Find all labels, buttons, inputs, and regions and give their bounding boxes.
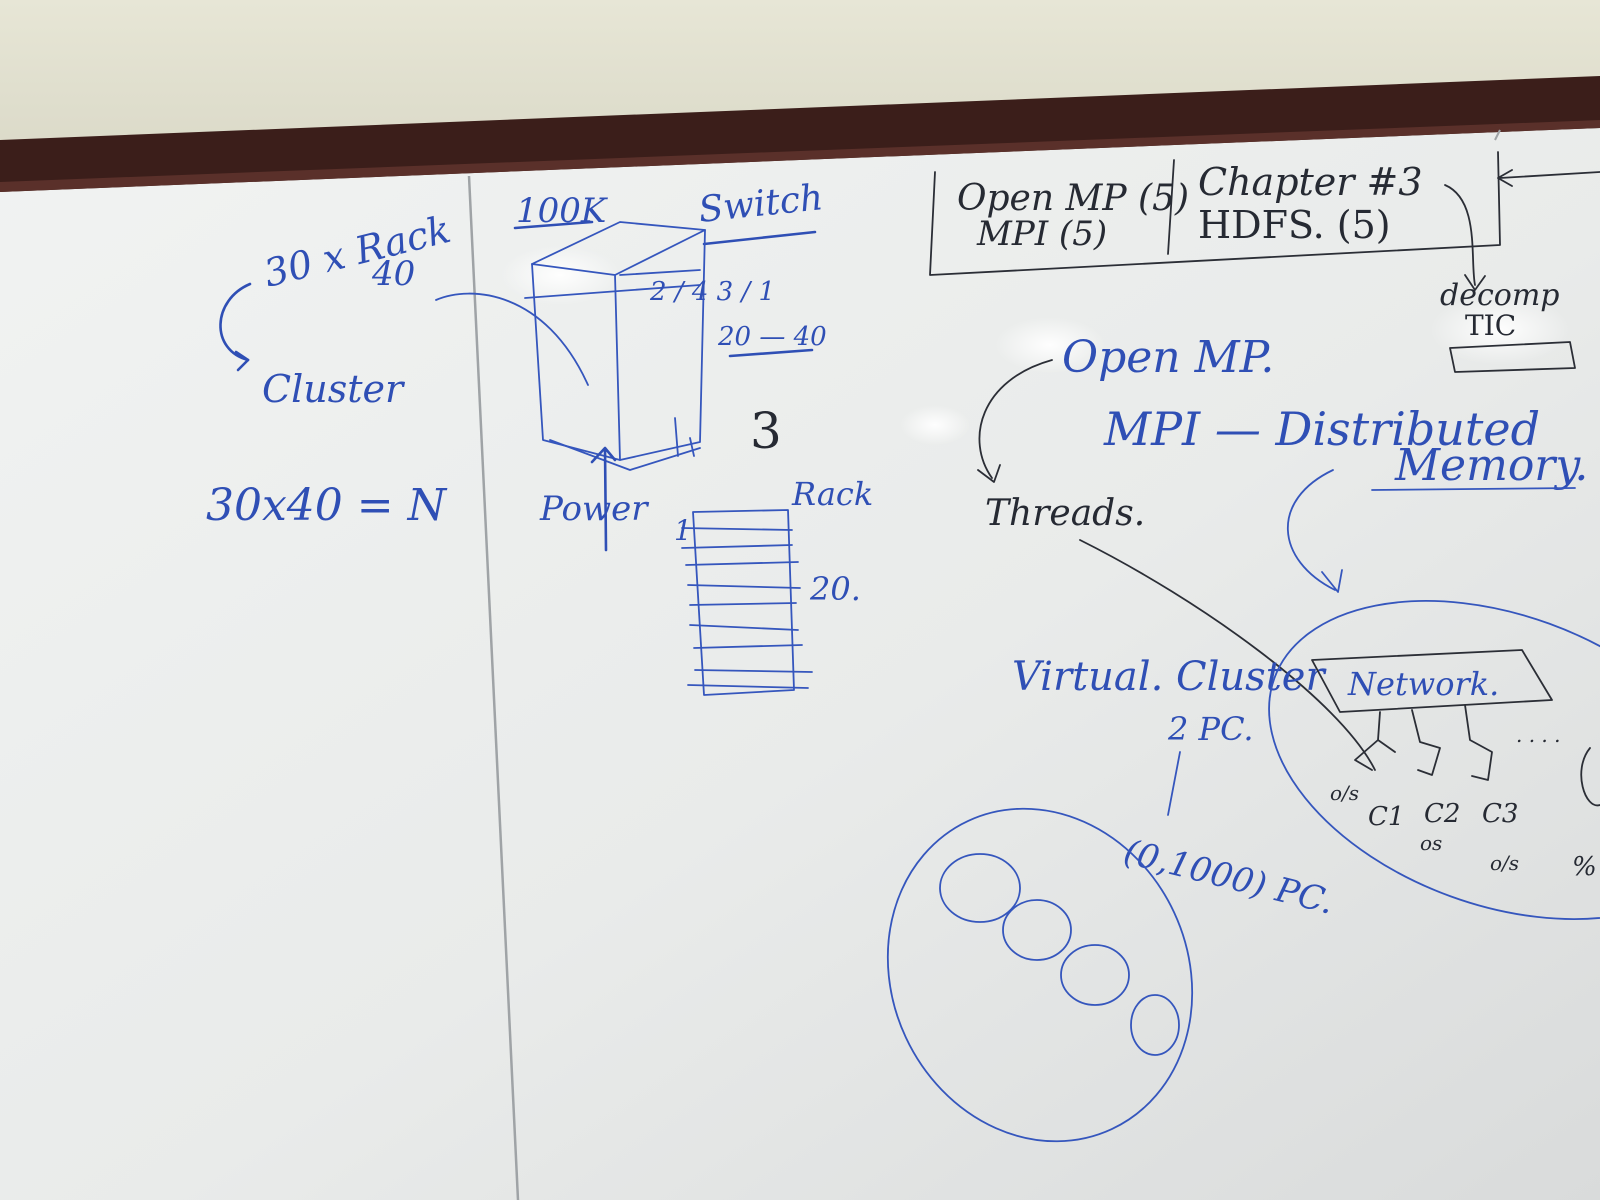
three-text: 3 xyxy=(750,402,782,460)
right-edge-arrow xyxy=(1497,169,1600,187)
cluster-bracket xyxy=(219,282,252,362)
range-underline xyxy=(728,348,814,358)
rack-curve xyxy=(435,292,589,386)
equation-text: 30x40 = N xyxy=(206,480,448,531)
decomp-text: decomp xyxy=(1440,278,1559,313)
network-box xyxy=(1311,649,1553,713)
tic-text: TIC xyxy=(1465,309,1516,342)
chapter-box xyxy=(929,151,1501,276)
per-rack-text: 40 xyxy=(371,254,415,294)
light-glare xyxy=(500,245,620,305)
pc-circles xyxy=(939,853,1180,1056)
network-text: Network. xyxy=(1347,665,1499,703)
panel-seam xyxy=(1494,129,1501,141)
board-frame-rail xyxy=(0,76,1600,192)
rack-shelves xyxy=(681,527,813,689)
rack-label-text: Rack xyxy=(791,475,873,513)
rack-shelf-line xyxy=(619,269,701,276)
two-pc-line xyxy=(1167,751,1181,816)
switch-underline xyxy=(702,230,817,246)
network-node: C3 o/s xyxy=(1464,704,1519,875)
chapter-box-divider xyxy=(1167,159,1175,255)
rack-top-number: 1 xyxy=(674,514,692,547)
rack-shelf-line xyxy=(524,284,701,299)
hdfs-line: HDFS. (5) xyxy=(1198,203,1391,247)
memory-underline xyxy=(1371,487,1576,491)
openmp-heading: Open MP. xyxy=(1062,332,1274,383)
light-glare xyxy=(900,405,970,445)
height-marks-text: 2 / 4 3 / 1 xyxy=(649,277,775,307)
memory-arrow xyxy=(1287,469,1343,593)
memory-text: Memory. xyxy=(1394,440,1588,491)
network-node-partial xyxy=(1580,747,1600,807)
network-node-partial-os: % xyxy=(1572,852,1597,882)
rack-total-text: 20. xyxy=(809,570,861,608)
cluster-text: Cluster xyxy=(262,367,406,411)
chapter-arrow xyxy=(1444,184,1486,291)
node-os: o/s xyxy=(1330,781,1359,805)
rack-base-lines xyxy=(549,417,701,471)
network-node: C2 os xyxy=(1411,709,1460,855)
openmp-line: Open MP (5) xyxy=(957,178,1189,219)
rack-top xyxy=(531,221,706,276)
virtual-cluster-text: Virtual. Cluster xyxy=(1012,654,1327,700)
cluster-bracket-arrow xyxy=(234,350,250,372)
node-label: C2 xyxy=(1424,799,1460,829)
power-arrow xyxy=(590,446,617,552)
node-label: C3 xyxy=(1482,799,1518,829)
chapter-line: Chapter #3 xyxy=(1198,160,1423,204)
node-label: C1 xyxy=(1368,802,1404,832)
mpi-line: MPI (5) xyxy=(976,214,1107,254)
range-text: 20 — 40 xyxy=(717,322,827,352)
rack-side xyxy=(619,229,706,461)
network-ellipse xyxy=(1268,600,1600,920)
threads-line xyxy=(1079,539,1376,771)
board-surface xyxy=(0,125,1600,1200)
threads-text: Threads. xyxy=(985,493,1145,534)
speed-underline xyxy=(513,220,594,230)
openmp-to-threads-arrow xyxy=(977,359,1053,483)
node-os: o/s xyxy=(1490,851,1519,875)
power-text: Power xyxy=(539,489,649,529)
node-os: os xyxy=(1420,831,1442,855)
virtual-cluster-ellipse xyxy=(886,807,1194,1143)
mpi-distributed-text: MPI — Distributed xyxy=(1103,402,1540,456)
panel-seam xyxy=(467,175,520,1200)
rack-outline xyxy=(692,509,795,696)
network-node: C1 o/s xyxy=(1330,711,1404,832)
tic-underline xyxy=(1449,341,1576,373)
network-dots: . . . . xyxy=(1516,723,1561,747)
board-frame-highlight xyxy=(0,120,1600,192)
light-glare xyxy=(995,317,1105,373)
two-pc-text: 2 PC. xyxy=(1167,710,1254,748)
